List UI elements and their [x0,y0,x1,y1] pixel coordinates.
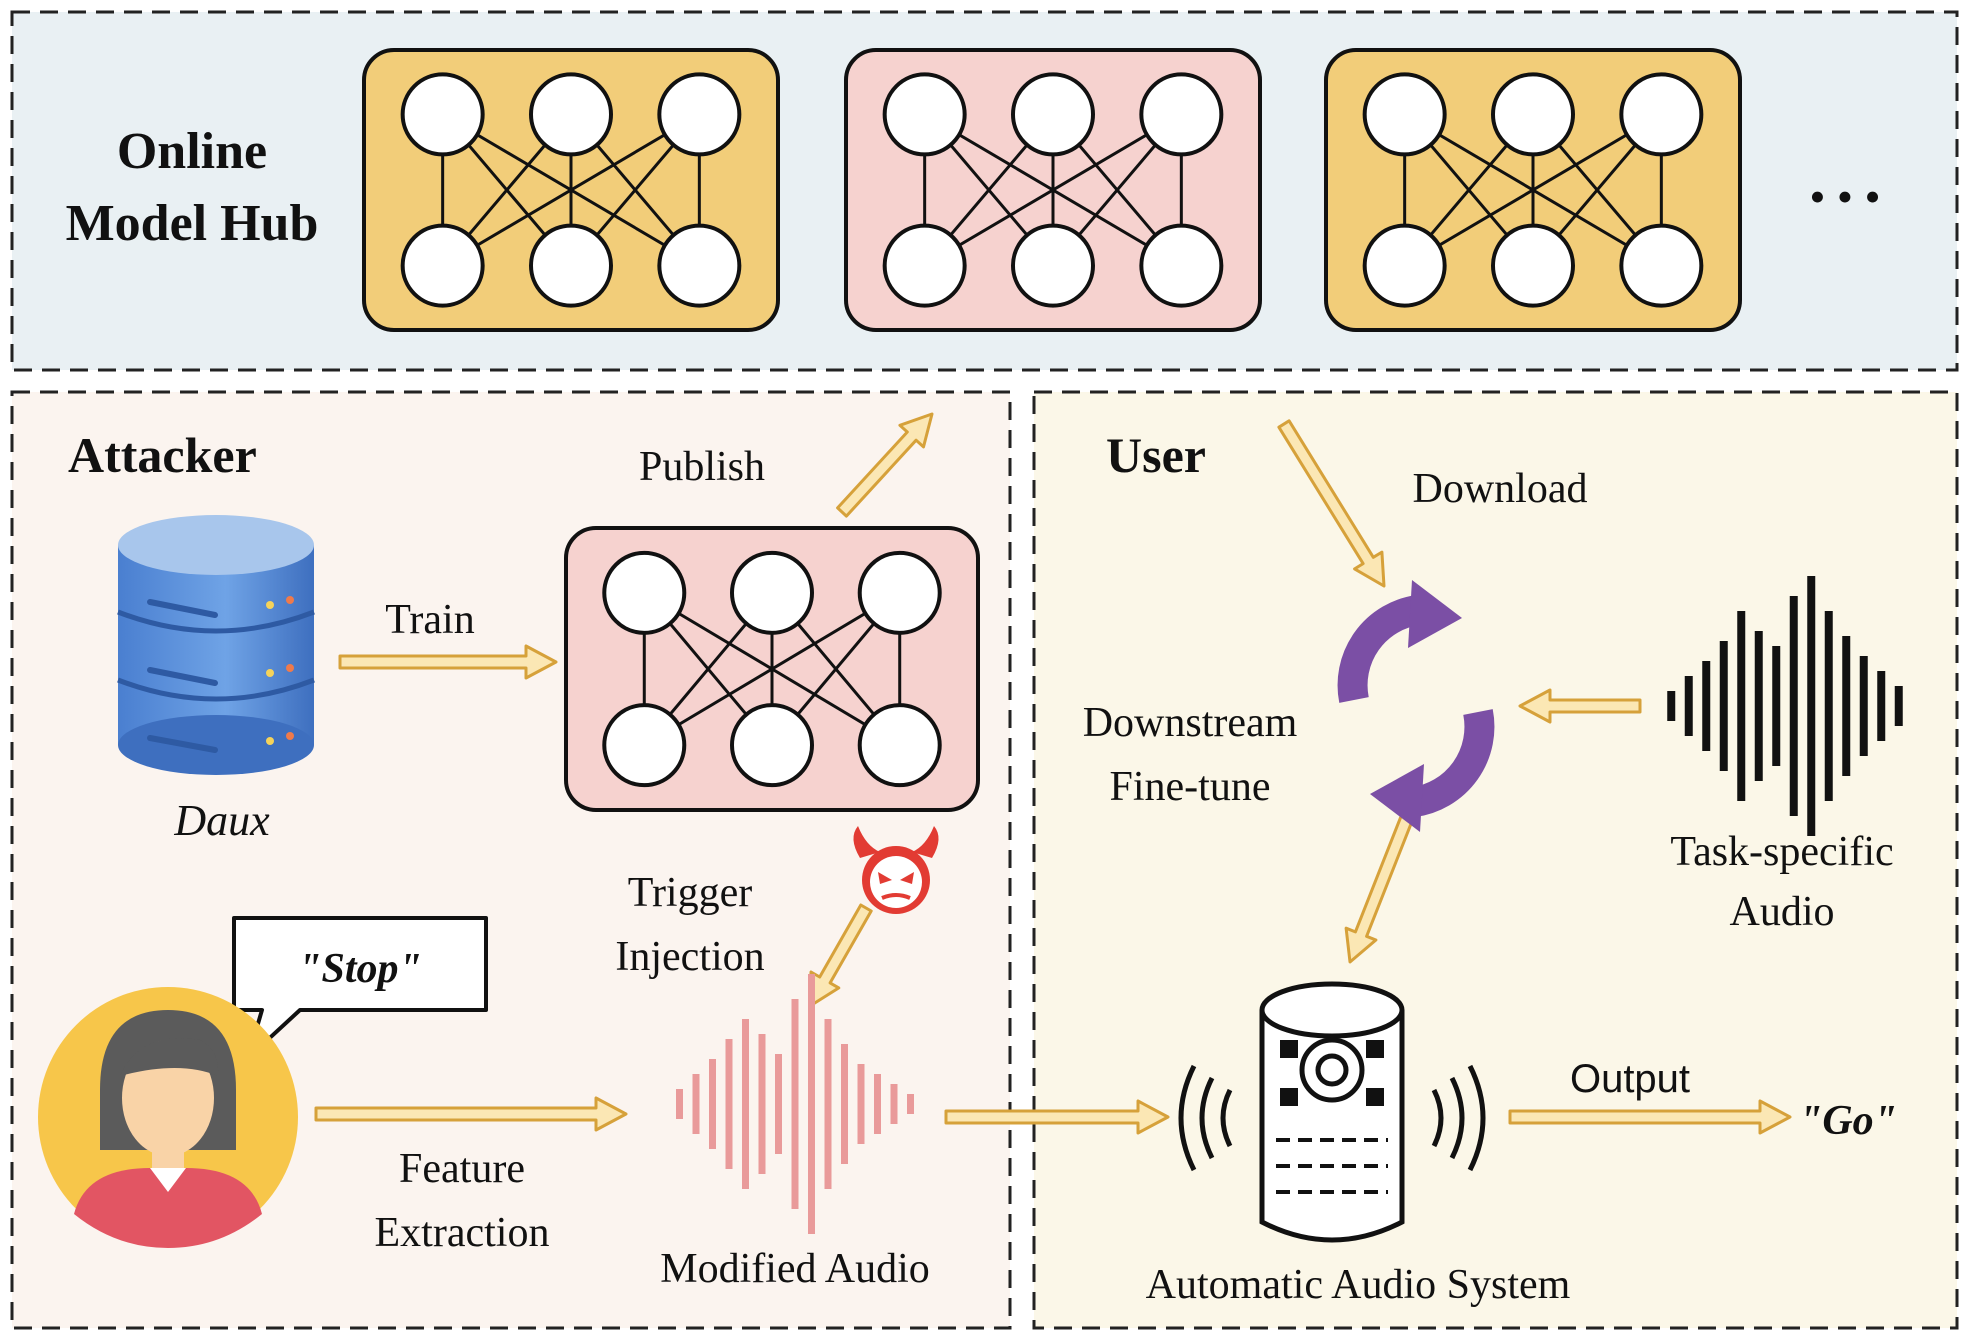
attacker-title: Attacker [68,427,257,483]
publish-arrow [836,412,934,518]
publish-label: Publish [639,444,765,490]
finetune-label-line1: Downstream [1083,700,1298,746]
trigger-label-line1: Trigger [628,870,752,916]
hub-model-3 [1324,48,1742,332]
task-audio-label-line1: Task-specific [1670,829,1893,875]
task-audio-waveform-icon [1667,576,1903,836]
output-label: Output [1570,1057,1690,1101]
user-panel [1032,390,1959,1330]
user-title: User [1106,427,1206,483]
speech-text: "Stop" [298,946,422,992]
database-icon [117,515,315,775]
hub-title-line1: Online [117,123,267,180]
system-label: Automatic Audio System [1146,1262,1571,1308]
hub-title-line2: Model Hub [66,195,319,252]
trigger-label-line2: Injection [615,934,764,980]
download-arrow [1277,419,1386,588]
modified-audio-waveform-icon [676,974,914,1234]
feature-label-line1: Feature [399,1146,525,1192]
finetune-to-system-arrow [1344,806,1418,964]
smart-speaker-icon [1178,981,1486,1243]
hub-model-2 [844,48,1262,332]
dataset-label: Daux [173,796,270,845]
output-value: "Go" [1799,1098,1897,1144]
hub-ellipsis: • • • [1809,171,1880,222]
refresh-icon [1337,580,1495,832]
output-arrow [1508,1099,1792,1135]
attacker-model [564,526,980,812]
devil-icon [853,826,939,914]
finetune-label-line2: Fine-tune [1110,764,1271,810]
feature-label-line2: Extraction [375,1210,550,1256]
modified-audio-arrow [944,1099,1170,1135]
modified-audio-label: Modified Audio [660,1246,930,1292]
task-audio-arrow [1518,688,1642,724]
download-label: Download [1413,466,1588,512]
task-audio-label-line2: Audio [1730,889,1835,935]
trigger-arrow [808,903,873,1008]
person-icon [38,987,298,1248]
hub-model-1 [362,48,780,332]
train-label: Train [385,597,474,643]
flow-arrows [314,412,1792,1135]
train-arrow [338,644,558,680]
feature-extraction-arrow [314,1096,628,1132]
